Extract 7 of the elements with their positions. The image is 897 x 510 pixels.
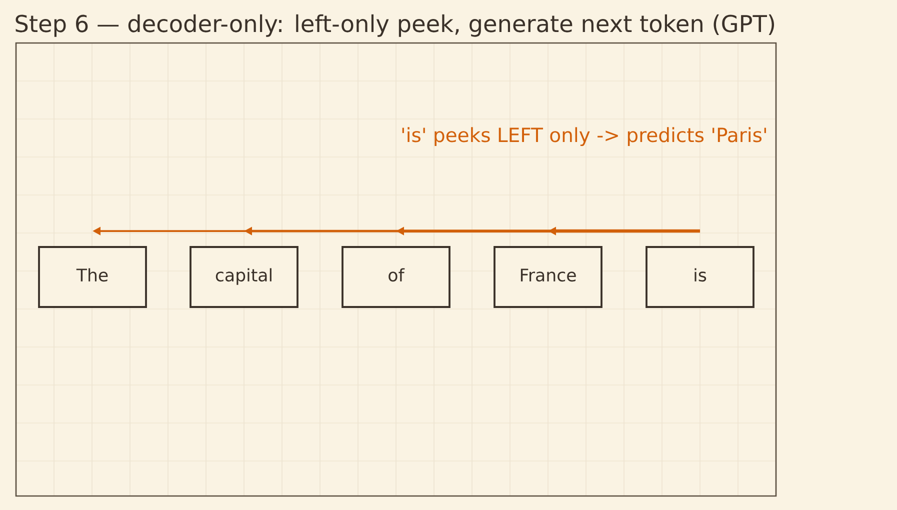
token-box: The — [38, 246, 147, 308]
token-box: France — [494, 246, 602, 308]
title: Step 6 — decoder-only: left-only peek, generate next token (GPT) — [16, 14, 774, 37]
annotation-text: 'is' peeks LEFT only -> predicts 'Paris' — [402, 127, 766, 146]
token-box: capital — [190, 246, 298, 308]
token-box: is — [646, 246, 754, 308]
token-box: of — [342, 246, 450, 308]
